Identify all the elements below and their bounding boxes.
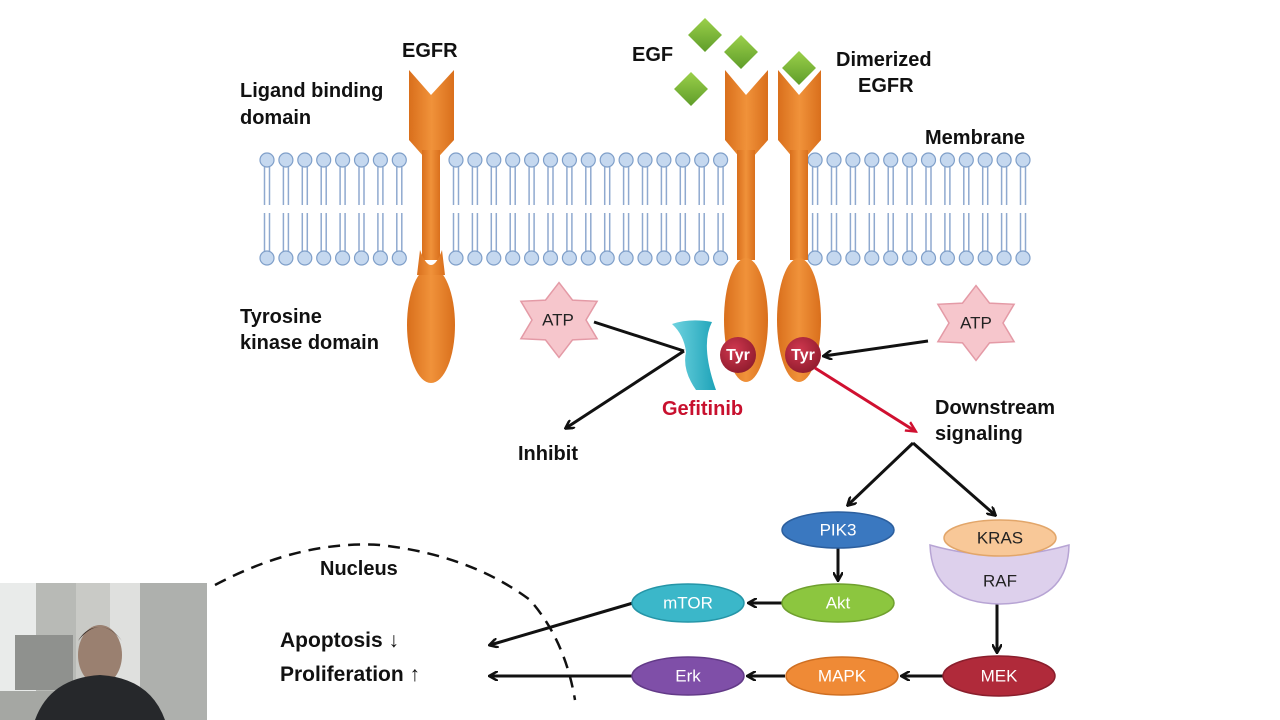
tyr-left: Tyr bbox=[720, 337, 756, 373]
phospholipid bbox=[939, 152, 956, 266]
erk-node: Erk bbox=[631, 656, 745, 696]
phospholipid bbox=[561, 152, 578, 266]
cell-membrane bbox=[259, 152, 1031, 266]
ligand-binding-label-line2: domain bbox=[240, 107, 311, 129]
phospholipid bbox=[694, 152, 710, 266]
tyr-right: Tyr bbox=[785, 337, 821, 373]
mapk-node: MAPK bbox=[785, 656, 899, 696]
egf-ligand bbox=[674, 72, 708, 106]
atp-star-icon bbox=[936, 284, 1016, 362]
egfr-receptor-dimer-left bbox=[724, 70, 768, 382]
phospholipid bbox=[316, 152, 332, 266]
kras-label: KRAS bbox=[977, 528, 1023, 547]
phospholipid bbox=[675, 152, 691, 266]
phospholipid bbox=[278, 152, 294, 266]
phospholipid bbox=[920, 152, 937, 266]
egf-ligand bbox=[724, 35, 758, 69]
arrow-inhibit bbox=[566, 349, 685, 428]
arrow-mtor-to-nucleus bbox=[490, 601, 634, 645]
phospholipid bbox=[523, 152, 540, 266]
phospholipid bbox=[335, 152, 351, 266]
phospholipid bbox=[996, 152, 1012, 266]
tyr-right-label: Tyr bbox=[791, 347, 815, 364]
phospholipid bbox=[486, 152, 502, 266]
nucleus-boundary bbox=[214, 543, 577, 701]
phospholipid bbox=[618, 152, 634, 266]
egf-ligand-bound bbox=[782, 51, 816, 85]
arrow-atp-to-tyr bbox=[824, 339, 929, 356]
akt-label: Akt bbox=[826, 593, 851, 612]
inhibit-label: Inhibit bbox=[518, 443, 578, 465]
phospholipid bbox=[580, 152, 596, 266]
gefitinib-label: Gefitinib bbox=[662, 398, 743, 420]
tyr-left-label: Tyr bbox=[726, 347, 750, 364]
kras-node: KRAS bbox=[943, 519, 1057, 557]
egf-ligand bbox=[688, 18, 722, 52]
phospholipid bbox=[353, 152, 370, 266]
pathway-arrows bbox=[490, 441, 997, 676]
phospholipid bbox=[864, 152, 880, 266]
mek-label: MEK bbox=[981, 666, 1019, 685]
atp-star-icon bbox=[519, 281, 599, 359]
presenter-webcam bbox=[0, 583, 207, 720]
membrane-label: Membrane bbox=[925, 127, 1025, 149]
erk-label: Erk bbox=[675, 666, 701, 685]
proliferation-label: Proliferation ↑ bbox=[280, 663, 420, 686]
atp-right-label: ATP bbox=[960, 313, 992, 332]
atp-left-label: ATP bbox=[542, 310, 574, 329]
akt-node: Akt bbox=[781, 583, 895, 623]
pik3-node: PIK3 bbox=[781, 511, 895, 549]
phospholipid bbox=[958, 152, 974, 266]
ligand-binding-label-line1: Ligand binding bbox=[240, 80, 383, 102]
egf-label: EGF bbox=[632, 44, 673, 66]
phospholipid bbox=[505, 152, 521, 266]
phospholipid bbox=[656, 152, 672, 266]
egfr-label: EGFR bbox=[402, 40, 458, 62]
apoptosis-label: Apoptosis ↓ bbox=[280, 629, 399, 652]
phospholipid bbox=[637, 152, 653, 266]
mtor-label: mTOR bbox=[663, 593, 713, 612]
atp-left: ATP bbox=[519, 281, 599, 359]
downstream-label-line2: signaling bbox=[935, 423, 1023, 445]
phospholipid bbox=[883, 152, 899, 266]
arrow-to-pik3 bbox=[848, 441, 915, 505]
arrows-inhibition bbox=[566, 320, 929, 428]
downstream-label-line1: Downstream bbox=[935, 397, 1055, 419]
phospholipid bbox=[901, 152, 918, 266]
dimerized-egfr-label-line1: Dimerized bbox=[836, 49, 932, 71]
tyrosine-kinase-label-line2: kinase domain bbox=[240, 332, 379, 354]
phospholipid bbox=[372, 152, 388, 266]
mtor-node: mTOR bbox=[631, 583, 745, 623]
phospholipid bbox=[542, 152, 559, 266]
arrow-atp-to-gefitinib bbox=[593, 320, 685, 353]
nucleus-label: Nucleus bbox=[320, 558, 398, 580]
atp-right: ATP bbox=[936, 284, 1016, 362]
arrow-to-kras bbox=[912, 441, 995, 515]
gefitinib-molecule bbox=[672, 320, 716, 390]
mek-node: MEK bbox=[942, 655, 1056, 697]
phospholipid bbox=[467, 152, 483, 266]
phospholipid bbox=[448, 152, 464, 266]
tyrosine-kinase-label-line1: Tyrosine bbox=[240, 306, 322, 328]
phospholipid bbox=[977, 152, 993, 266]
mapk-label: MAPK bbox=[818, 666, 867, 685]
arrow-downstream bbox=[814, 366, 915, 431]
phospholipid bbox=[1015, 152, 1031, 266]
phospholipid bbox=[826, 152, 842, 266]
phospholipid bbox=[599, 152, 615, 266]
raf-label: RAF bbox=[983, 571, 1017, 590]
phospholipid bbox=[391, 152, 407, 266]
phospholipid bbox=[297, 152, 313, 266]
phospholipid bbox=[845, 152, 861, 266]
phospholipid bbox=[259, 152, 275, 266]
pik3-label: PIK3 bbox=[820, 520, 857, 539]
phospholipid bbox=[712, 152, 729, 266]
egfr-receptor-monomer bbox=[407, 70, 455, 383]
egfr-receptor-dimer-right bbox=[777, 70, 821, 382]
presenter-video-frame bbox=[0, 583, 207, 720]
dimerized-egfr-label-line2: EGFR bbox=[858, 75, 914, 97]
phospholipid bbox=[807, 152, 823, 266]
